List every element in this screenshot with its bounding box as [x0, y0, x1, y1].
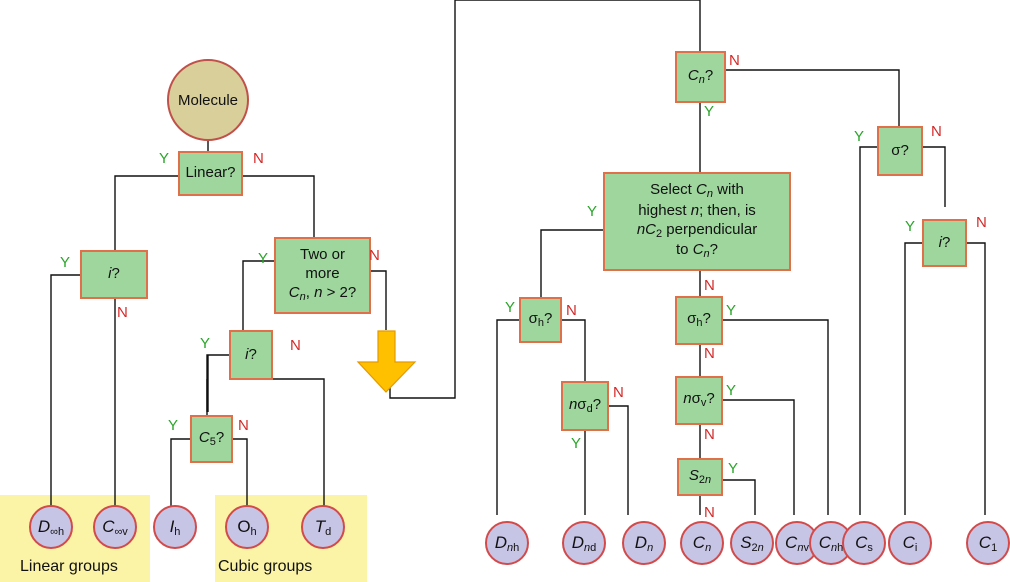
yes-label: Y — [854, 128, 865, 145]
s2n-question: S2n — [677, 458, 723, 496]
yes-label: Y — [905, 218, 916, 235]
cubic-groups-label: Cubic groups — [218, 558, 313, 575]
sigma-question: σ? — [877, 126, 923, 176]
point-group-cn: Cn — [680, 521, 724, 565]
no-label: N — [976, 214, 987, 231]
n-sigma-d-question: nσd? — [561, 381, 609, 431]
yes-label: Y — [728, 460, 739, 477]
point-group-ih: Ih — [153, 505, 197, 549]
point-group-c1: C1 — [966, 521, 1010, 565]
inversion-question-cubic: i? — [229, 330, 273, 380]
point-group-s2n: S2n — [730, 521, 774, 565]
point-group-d-inf-h: D∞h — [29, 505, 73, 549]
yes-label: Y — [159, 150, 170, 167]
multiple-cn-question: Two or more Cn, n > 2? — [274, 237, 371, 314]
no-label: N — [566, 302, 577, 319]
cn-question: Cn? — [675, 51, 726, 103]
n-sigma-v-question: nσv? — [675, 376, 723, 425]
yes-label: Y — [587, 203, 598, 220]
no-label: N — [290, 337, 301, 354]
c5-question: C5? — [190, 415, 233, 463]
yes-label: Y — [505, 299, 516, 316]
yes-label: Y — [200, 335, 211, 352]
point-group-cnh: Cnh — [809, 521, 853, 565]
point-group-dnh: Dnh — [485, 521, 529, 565]
sigma-h-question-left: σh? — [519, 297, 562, 343]
yes-label: Y — [726, 302, 737, 319]
sigma-h-question-mid: σh? — [675, 296, 723, 345]
point-group-ci: Ci — [888, 521, 932, 565]
point-group-c-inf-v: C∞v — [93, 505, 137, 549]
no-label: N — [704, 504, 715, 521]
no-label: N — [931, 123, 942, 140]
no-label: N — [729, 52, 740, 69]
yes-label: Y — [726, 382, 737, 399]
yes-label: Y — [571, 435, 582, 452]
point-group-cs: Cs — [842, 521, 886, 565]
point-group-oh: Oh — [225, 505, 269, 549]
no-label: N — [253, 150, 264, 167]
linear-question: Linear? — [178, 151, 243, 196]
linear-groups-label: Linear groups — [20, 558, 118, 575]
yes-label: Y — [704, 103, 715, 120]
no-label: N — [369, 247, 380, 264]
no-label: N — [613, 384, 624, 401]
yes-label: Y — [60, 254, 71, 271]
no-label: N — [704, 277, 715, 294]
inversion-question-linear: i? — [80, 250, 148, 299]
inversion-question-right: i? — [922, 219, 967, 267]
continue-arrow — [356, 330, 417, 393]
point-group-td: Td — [301, 505, 345, 549]
molecule-node: Molecule — [167, 59, 249, 141]
no-label: N — [704, 426, 715, 443]
yes-label: Y — [258, 250, 269, 267]
no-label: N — [238, 417, 249, 434]
point-group-dn: Dn — [622, 521, 666, 565]
no-label: N — [704, 345, 715, 362]
point-group-dnd: Dnd — [562, 521, 606, 565]
select-cn-question: Select Cn with highest n; then, is nC2 p… — [603, 172, 791, 271]
yes-label: Y — [168, 417, 179, 434]
no-label: N — [117, 304, 128, 321]
